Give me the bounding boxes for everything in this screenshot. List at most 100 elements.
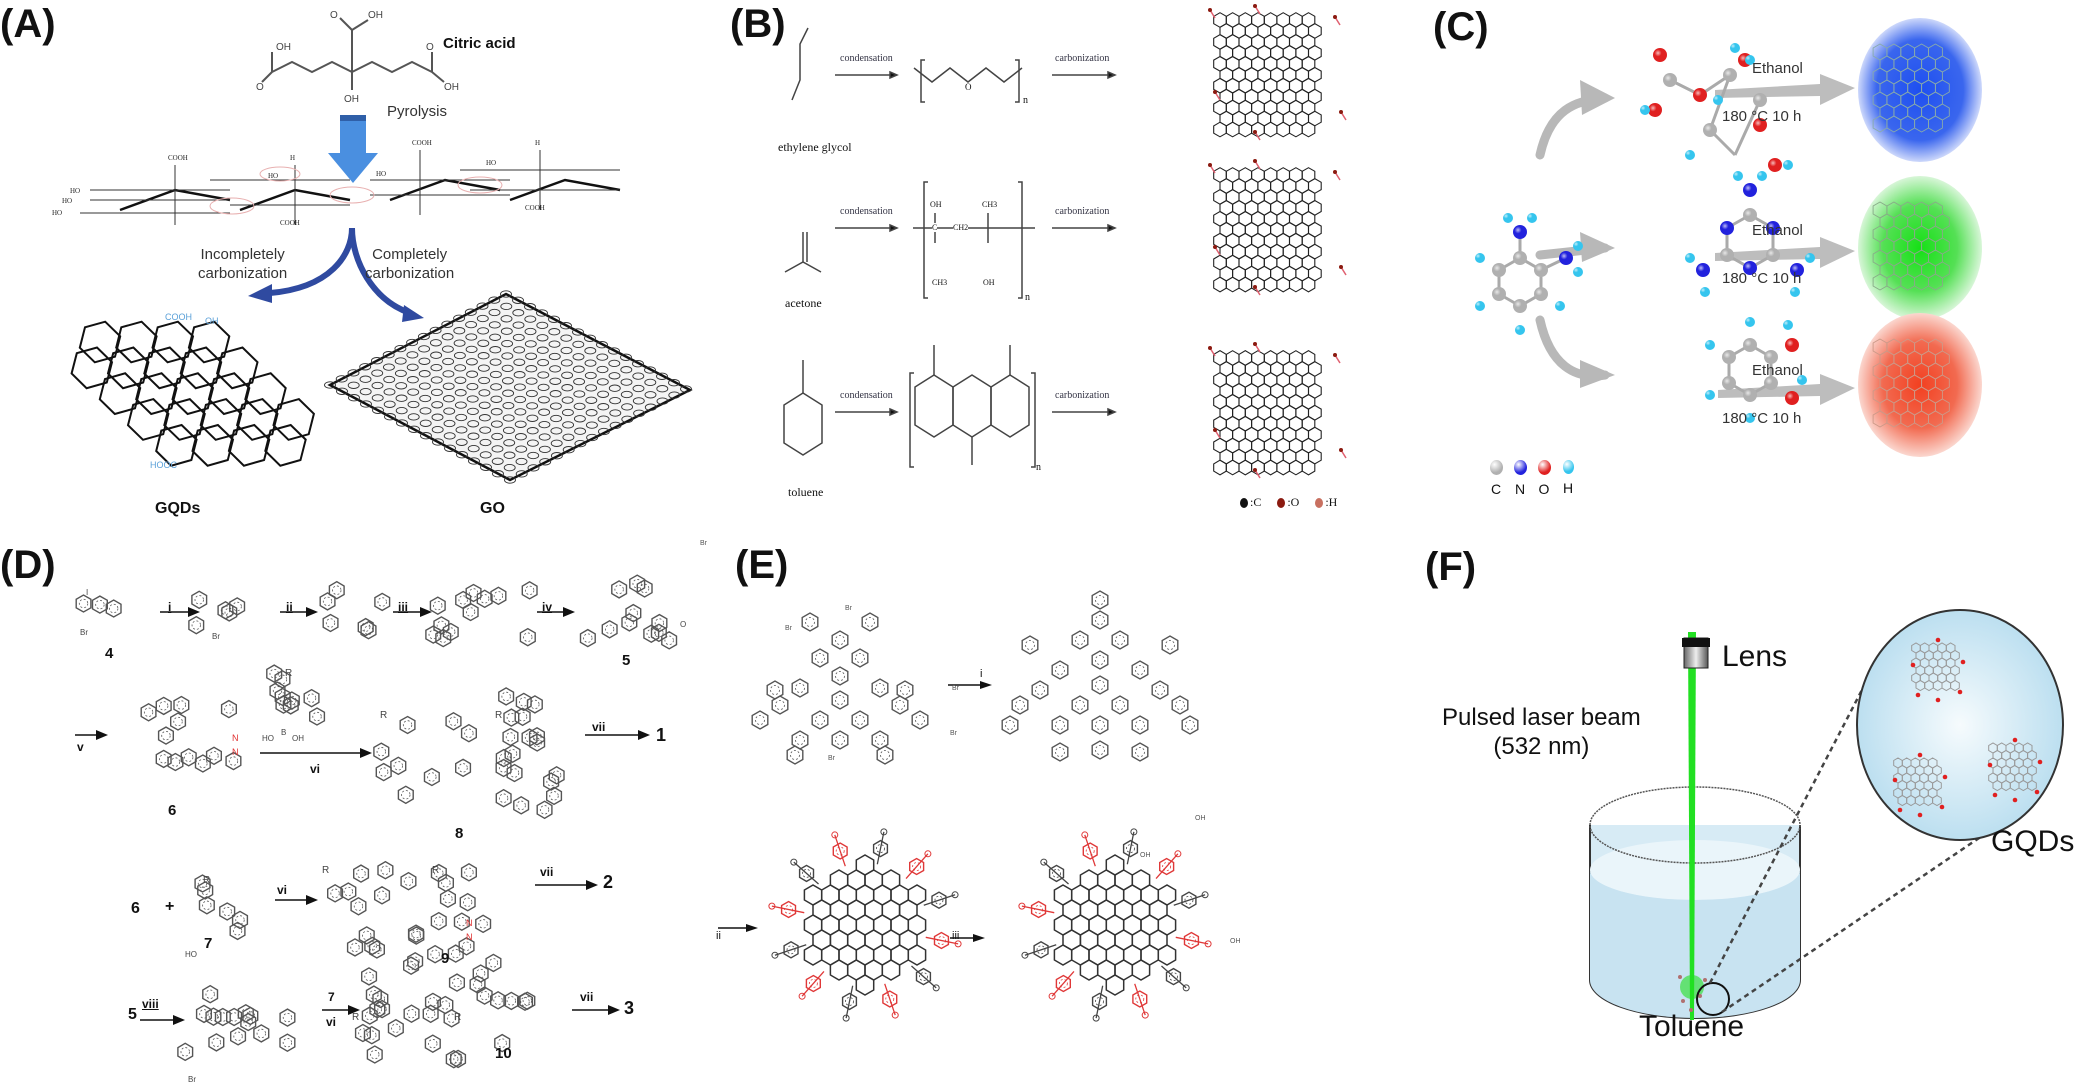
atom-highlight: [1730, 43, 1736, 49]
gqd-core-ring: [855, 974, 875, 996]
benzene-ring: [274, 687, 291, 707]
aromatic-circle: [463, 897, 473, 907]
benzene-ring: [195, 1004, 213, 1024]
aromatic-circle: [506, 996, 516, 1006]
d-atom-r-7: R: [352, 1012, 360, 1023]
benzene-ring: [771, 695, 789, 715]
benzene-ring: [1011, 695, 1029, 715]
svg-text:O: O: [256, 82, 264, 93]
aromatic-circle: [370, 1049, 380, 1060]
go-hex-cell: [502, 414, 515, 422]
go-hex-cell: [561, 384, 574, 392]
svg-text:HO: HO: [268, 172, 278, 180]
atom-highlight: [1744, 389, 1752, 397]
aromatic-circle: [1095, 745, 1105, 755]
ester-group: [951, 891, 959, 899]
oxygen-atom: [1960, 659, 1966, 665]
aromatic-circle: [808, 979, 818, 988]
benzene-ring: [279, 1008, 296, 1027]
arrow-head: [586, 880, 598, 890]
lens-label: Lens: [1722, 640, 1788, 673]
aromatic-circle: [583, 633, 593, 643]
benzene-ring: [490, 586, 507, 606]
d-atom-r-4: R: [203, 875, 211, 886]
aromatic-circle: [664, 635, 674, 645]
go-label: GO: [480, 500, 505, 517]
b-row3-carbonization: carbonization: [1055, 390, 1110, 401]
aromatic-circle: [1169, 972, 1178, 982]
benzene-ring: [506, 763, 523, 783]
panel-d-drawing: [75, 574, 678, 1069]
benzene-ring: [231, 910, 249, 930]
atom-highlight: [1697, 264, 1705, 272]
carbon-sheet-cell: [1251, 121, 1265, 138]
benzene-ring: [1030, 900, 1047, 919]
go-hex-cell: [383, 400, 396, 408]
panel-f: (F) Lens Pulsed laser beam (532 nm) Tolu…: [1400, 540, 2100, 1075]
go-hex-cell: [525, 389, 538, 398]
go-hex-cell: [442, 395, 455, 403]
c-legend-h: H: [1560, 460, 1576, 497]
aromatic-circle: [278, 699, 289, 710]
panel-label-a: (A): [0, 2, 56, 46]
benzene-ring: [220, 699, 238, 719]
aromatic-circle: [184, 752, 194, 762]
go-hex-cell: [418, 357, 431, 365]
go-hex-cell: [335, 375, 348, 383]
aromatic-circle: [775, 700, 785, 710]
aromatic-circle: [170, 757, 181, 767]
go-hex-cell: [514, 433, 527, 441]
svg-text:OH: OH: [344, 94, 359, 105]
atom-highlight: [1745, 413, 1751, 419]
go-hex-cell: [525, 365, 538, 373]
arm-bond: [876, 831, 885, 865]
atom-highlight: [1514, 252, 1522, 260]
atom-highlight: [1560, 252, 1568, 260]
arm-bond: [801, 971, 825, 997]
aromatic-circle: [312, 711, 322, 722]
c-legend-c-text: C: [1490, 481, 1502, 497]
benzene-ring: [400, 871, 417, 891]
panel-e-drawing: [718, 590, 1212, 1022]
atom-highlight: [1744, 262, 1752, 270]
go-hex-cell: [536, 321, 549, 330]
benzene-ring: [1051, 660, 1069, 680]
benzene-ring: [221, 603, 238, 622]
atom-highlight: [1769, 159, 1777, 167]
benzene-ring: [180, 747, 197, 767]
laser-beam-label: Pulsed laser beam (532 nm): [1442, 703, 1641, 761]
benzene-ring: [811, 648, 829, 668]
panel-f-drawing: [1589, 609, 2064, 1020]
arrow-head: [973, 934, 985, 942]
go-hex-cell: [466, 395, 479, 403]
aromatic-circle: [1155, 685, 1165, 695]
go-hex-cell: [479, 438, 492, 447]
benzene-ring: [1131, 715, 1149, 735]
oxygen-atom: [1333, 353, 1337, 357]
aromatic-circle: [448, 716, 459, 726]
gqd-lattice-cell: [1928, 115, 1943, 133]
aromatic-circle: [498, 793, 509, 803]
aromatic-circle: [505, 732, 516, 742]
atom-highlight: [1685, 253, 1691, 259]
b-row1-repeat: n: [1023, 95, 1028, 106]
go-hex-cell: [503, 439, 516, 447]
ester-group: [880, 828, 888, 836]
benzene-ring: [363, 1025, 380, 1045]
arrow-head: [348, 1005, 360, 1015]
benzene-ring: [1111, 630, 1129, 650]
go-hex-cell: [550, 427, 563, 435]
go-hex-cell: [513, 358, 526, 366]
go-hex-cell: [348, 394, 360, 402]
aromatic-circle: [428, 997, 438, 1007]
aromatic-circle: [364, 971, 374, 982]
aromatic-circle: [229, 1012, 239, 1022]
go-hex-cell: [501, 339, 514, 348]
c-row2-solvent: Ethanol: [1752, 222, 1803, 239]
benzene-ring: [374, 885, 391, 905]
atom-highlight: [1694, 89, 1702, 97]
carbon-sheet-cell: [1288, 121, 1303, 138]
benzene-ring: [502, 727, 519, 747]
arrow-head: [746, 924, 758, 932]
